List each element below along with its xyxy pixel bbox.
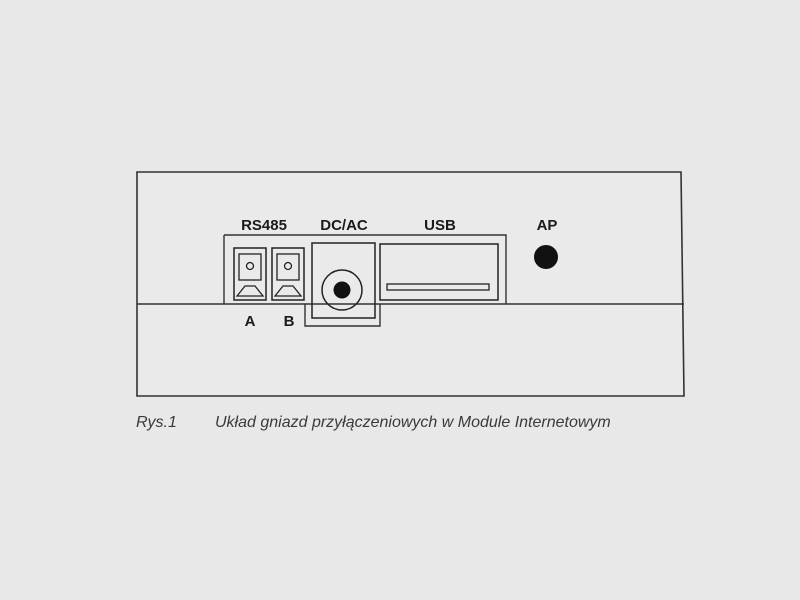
terminal-b-clamp — [273, 285, 303, 297]
terminal-a-label: A — [245, 313, 256, 330]
dcac-socket-frame — [311, 242, 376, 319]
usb-port — [379, 243, 499, 301]
terminal-a-screw — [245, 261, 255, 271]
dcac-socket — [311, 242, 376, 319]
usb-slot — [386, 283, 490, 291]
ap-button — [534, 245, 558, 269]
rs485-label: RS485 — [241, 217, 287, 234]
terminal-a-frame — [238, 253, 262, 281]
terminal-b-frame — [276, 253, 300, 281]
port-panel-outline — [223, 234, 507, 327]
terminal-b-body — [271, 247, 305, 301]
rs485-terminal-a — [233, 247, 267, 301]
caption-number: Rys.1 — [136, 414, 177, 431]
terminal-a-clamp — [235, 285, 265, 297]
usb-port-frame — [379, 243, 499, 301]
ap-label: AP — [537, 217, 558, 234]
terminal-a-body — [233, 247, 267, 301]
caption-text: Układ gniazd przyłączeniowych w Module I… — [215, 414, 611, 431]
dcac-socket-pin — [333, 281, 351, 299]
rs485-terminal-b — [271, 247, 305, 301]
terminal-b-label: B — [284, 313, 295, 330]
dcac-label: DC/AC — [320, 217, 368, 234]
usb-label: USB — [424, 217, 456, 234]
dcac-socket-ring — [321, 269, 363, 311]
terminal-b-screw — [283, 261, 293, 271]
